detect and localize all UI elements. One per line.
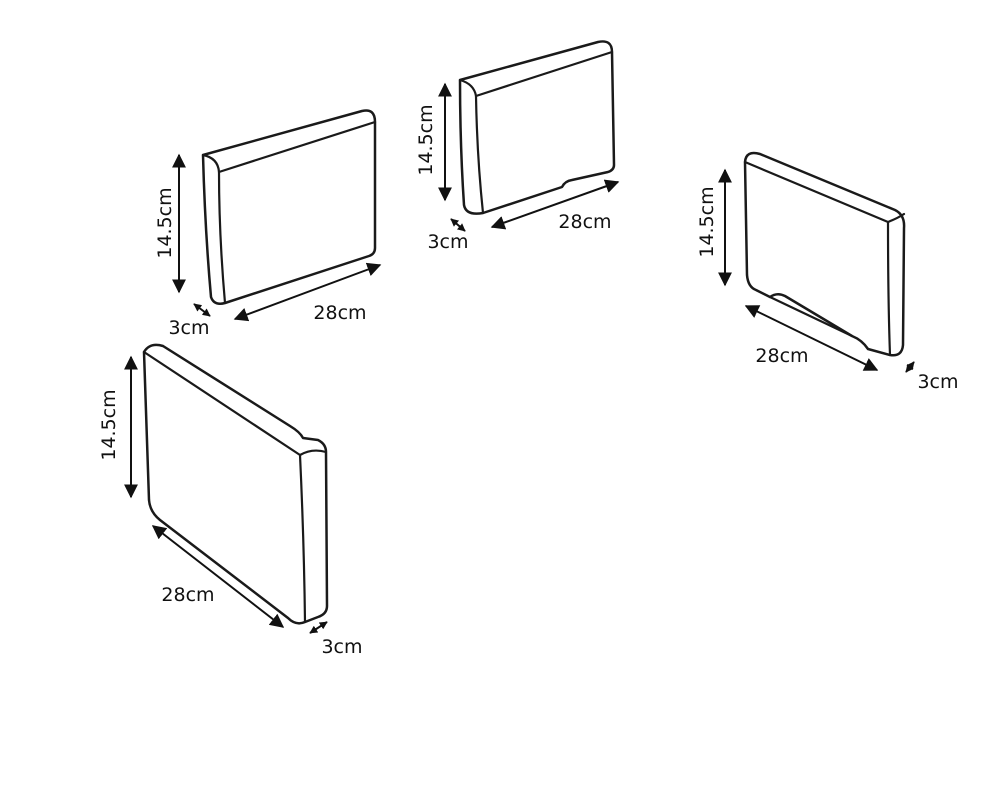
cushion-shape — [142, 343, 329, 625]
cushion-top-left: 14.5cm 28cm 3cm — [154, 109, 382, 339]
height-label: 14.5cm — [98, 389, 120, 460]
cushion-shape — [458, 40, 616, 215]
depth-label: 3cm — [917, 371, 958, 393]
cushion-right: 14.5cm 28cm 3cm — [696, 151, 959, 393]
depth-label: 3cm — [168, 317, 209, 339]
cushion-shape — [743, 151, 906, 357]
depth-arrow — [905, 361, 915, 373]
length-arrow — [233, 262, 382, 322]
length-label: 28cm — [161, 584, 214, 606]
depth-arrow — [193, 303, 211, 317]
length-label: 28cm — [558, 211, 611, 233]
height-label: 14.5cm — [696, 186, 718, 257]
cushion-bottom-left: 14.5cm 28cm 3cm — [98, 343, 363, 658]
cushion-top-center: 14.5cm 28cm 3cm — [415, 40, 620, 253]
length-arrow — [490, 179, 620, 230]
length-label: 28cm — [313, 302, 366, 324]
length-arrow — [744, 305, 879, 371]
height-label: 14.5cm — [154, 187, 176, 258]
height-label: 14.5cm — [415, 104, 437, 175]
depth-label: 3cm — [427, 231, 468, 253]
length-label: 28cm — [755, 345, 808, 367]
cushion-shape — [201, 109, 377, 305]
depth-arrow — [450, 218, 466, 232]
depth-label: 3cm — [321, 636, 362, 658]
length-arrow — [151, 525, 285, 628]
depth-arrow — [309, 621, 328, 634]
